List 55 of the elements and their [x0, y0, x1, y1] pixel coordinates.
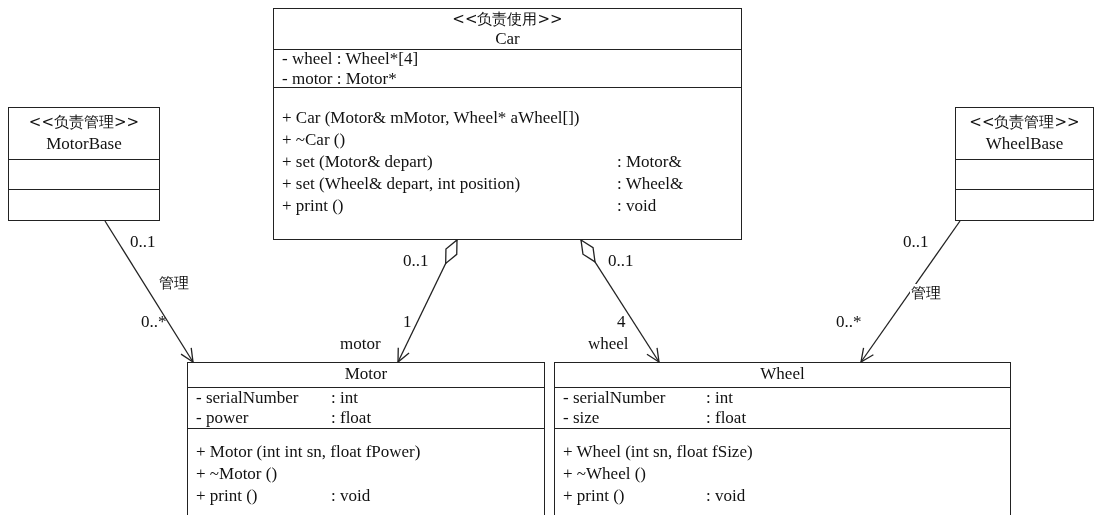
attribute-text: - wheel : Wheel*[4] — [282, 48, 419, 68]
multiplicity-label: 0..* — [836, 313, 862, 331]
association-arrow — [860, 220, 961, 363]
class-box — [955, 107, 1094, 221]
attribute-text: - size — [563, 408, 600, 427]
method-text: + print () — [563, 485, 625, 505]
stereotype-label: <<负责使用>> — [452, 10, 563, 28]
aggregation-arrow — [580, 239, 660, 363]
method-text: + Car (Motor& mMotor, Wheel* aWheel[]) — [282, 108, 580, 127]
class-name: Motor — [344, 364, 388, 383]
multiplicity-label: 0..1 — [403, 252, 429, 270]
role-label: motor — [340, 335, 381, 353]
association-arrow — [104, 220, 194, 363]
type-text: : int — [706, 388, 733, 408]
class-name: Car — [495, 29, 520, 48]
class-box — [273, 8, 742, 240]
type-text: : void — [331, 485, 371, 506]
method-text: + print () — [196, 485, 258, 505]
type-text: : void — [706, 485, 746, 506]
method-text: + Wheel (int sn, float fSize) — [563, 441, 753, 461]
method-text: + ~Wheel () — [563, 463, 646, 483]
class-name: MotorBase — [46, 133, 122, 153]
aggregation-arrow — [397, 239, 458, 363]
multiplicity-label: 4 — [617, 313, 626, 331]
multiplicity-label: 1 — [403, 313, 412, 331]
attribute-text: - motor : Motor* — [282, 68, 397, 88]
method-text: + Motor (int int sn, float fPower) — [196, 441, 421, 461]
multiplicity-label: 0..1 — [130, 233, 156, 251]
type-text: : Wheel& — [617, 174, 684, 194]
method-text: + ~Car () — [282, 130, 346, 149]
role-label: wheel — [588, 335, 629, 353]
class-name: Wheel — [760, 364, 805, 383]
method-text: + set (Motor& depart) — [282, 152, 433, 171]
class-box — [554, 362, 1011, 515]
edge-label: 管理 — [910, 284, 942, 303]
multiplicity-label: 0..1 — [608, 252, 634, 270]
multiplicity-label: 0..* — [141, 313, 167, 331]
type-text: : int — [331, 388, 358, 408]
method-text: + ~Motor () — [196, 463, 278, 483]
type-text: : void — [617, 196, 657, 216]
edge-label: 管理 — [158, 274, 190, 293]
class-box — [8, 107, 160, 221]
attribute-text: - serialNumber — [563, 388, 666, 407]
method-text: + print () — [282, 196, 344, 215]
class-name: WheelBase — [985, 133, 1064, 153]
class-box — [187, 362, 545, 515]
type-text: : float — [331, 408, 372, 428]
attribute-text: - power — [196, 408, 249, 427]
method-text: + set (Wheel& depart, int position) — [282, 174, 521, 193]
type-text: : float — [706, 408, 747, 428]
attribute-text: - serialNumber — [196, 388, 299, 407]
type-text: : Motor& — [617, 152, 682, 172]
multiplicity-label: 0..1 — [903, 233, 929, 251]
stereotype-label: <<负责管理>> — [969, 112, 1080, 131]
stereotype-label: <<负责管理>> — [28, 112, 140, 131]
